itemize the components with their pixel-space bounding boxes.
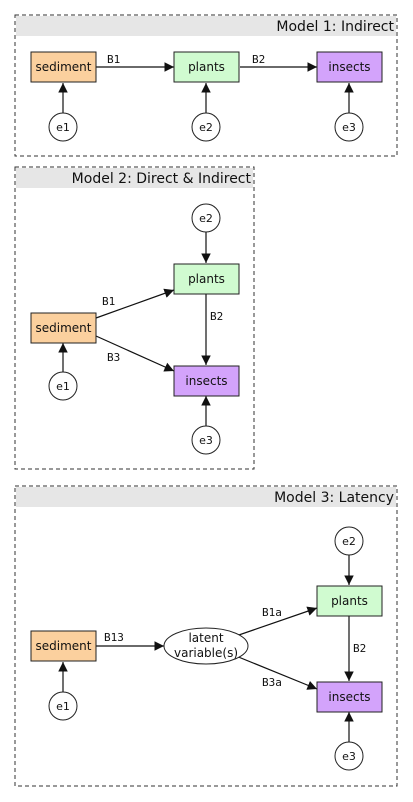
- model3-edge-latent-insects: [235, 655, 318, 690]
- model3-node-plants: [316, 585, 383, 617]
- model1-error-e3: [334, 112, 364, 142]
- model3-node-insects: [316, 681, 383, 713]
- model2-node-plants-label: plants: [188, 272, 225, 286]
- model3-path-b2: B2: [353, 642, 366, 655]
- model2-error-e3-label: e3: [199, 434, 213, 447]
- model1-node-sediment-label: sediment: [36, 60, 92, 74]
- model1-error-e2-label: e2: [199, 121, 213, 134]
- model1-node-insects: [316, 51, 383, 83]
- model3-panel: Model 3: Latency B13 B1a B3a B2 plants s…: [14, 485, 398, 787]
- model3-node-sediment-label: sediment: [36, 639, 92, 653]
- model3-path-b13: B13: [104, 631, 124, 644]
- model2-node-insects: [173, 365, 240, 397]
- model3-header: [16, 487, 396, 507]
- model1-node-plants-label: plants: [188, 60, 225, 74]
- model2-error-e2-label: e2: [199, 212, 213, 225]
- model2-node-plants: [173, 263, 240, 295]
- model3-edge-latent-plants: [235, 606, 318, 637]
- model1-panel: Model 1: Indirect B1 B2 sediment plants …: [14, 14, 398, 157]
- model1-error-e2: [191, 112, 221, 142]
- model2-node-sediment: [30, 312, 97, 344]
- model1-node-insects-label: insects: [328, 60, 370, 74]
- model2-error-e2: [191, 203, 221, 233]
- model3-node-latent: [163, 627, 249, 665]
- model3-error-e2: [334, 526, 364, 556]
- model2-error-e3: [191, 425, 221, 455]
- model3-path-b3a: B3a: [262, 676, 282, 689]
- model2-edge-sediment-insects: [95, 335, 175, 372]
- model2-error-e1-label: e1: [56, 380, 70, 393]
- model3-node-latent-label-line1: latent: [188, 631, 223, 645]
- model3-error-e3: [334, 741, 364, 771]
- model3-node-insects-label: insects: [328, 690, 370, 704]
- model1-error-e1: [48, 112, 78, 142]
- model1-node-plants: [173, 51, 240, 83]
- model3-node-plants-label: plants: [331, 594, 368, 608]
- model2-panel: Model 2: Direct & Indirect B1 B2 B3 plan…: [14, 166, 255, 470]
- model3-path-b1a: B1a: [262, 606, 282, 619]
- model1-error-e1-label: e1: [56, 121, 70, 134]
- model1-title: Model 1: Indirect: [276, 19, 394, 35]
- model2-header: [16, 168, 253, 188]
- model3-error-e2-label: e2: [342, 535, 356, 548]
- model3-error-e3-label: e3: [342, 750, 356, 763]
- model2-error-e1: [48, 371, 78, 401]
- model3-node-latent-label-line2: variable(s): [174, 646, 238, 660]
- model1-path-b2: B2: [252, 53, 265, 66]
- model3-error-e1-label: e1: [56, 700, 70, 713]
- model1-header: [16, 16, 396, 36]
- model2-path-b1: B1: [102, 295, 115, 308]
- model2-node-sediment-label: sediment: [36, 321, 92, 335]
- model3-node-sediment: [30, 630, 97, 662]
- model2-edge-sediment-plants: [95, 288, 175, 319]
- model1-path-b1: B1: [107, 53, 120, 66]
- model1-node-sediment: [30, 51, 97, 83]
- model1-error-e3-label: e3: [342, 121, 356, 134]
- model2-title: Model 2: Direct & Indirect: [72, 171, 252, 187]
- model2-path-b2: B2: [210, 310, 223, 323]
- model3-title: Model 3: Latency: [274, 490, 394, 506]
- model2-path-b3: B3: [107, 351, 120, 364]
- model2-node-insects-label: insects: [185, 374, 227, 388]
- model3-error-e1: [48, 691, 78, 721]
